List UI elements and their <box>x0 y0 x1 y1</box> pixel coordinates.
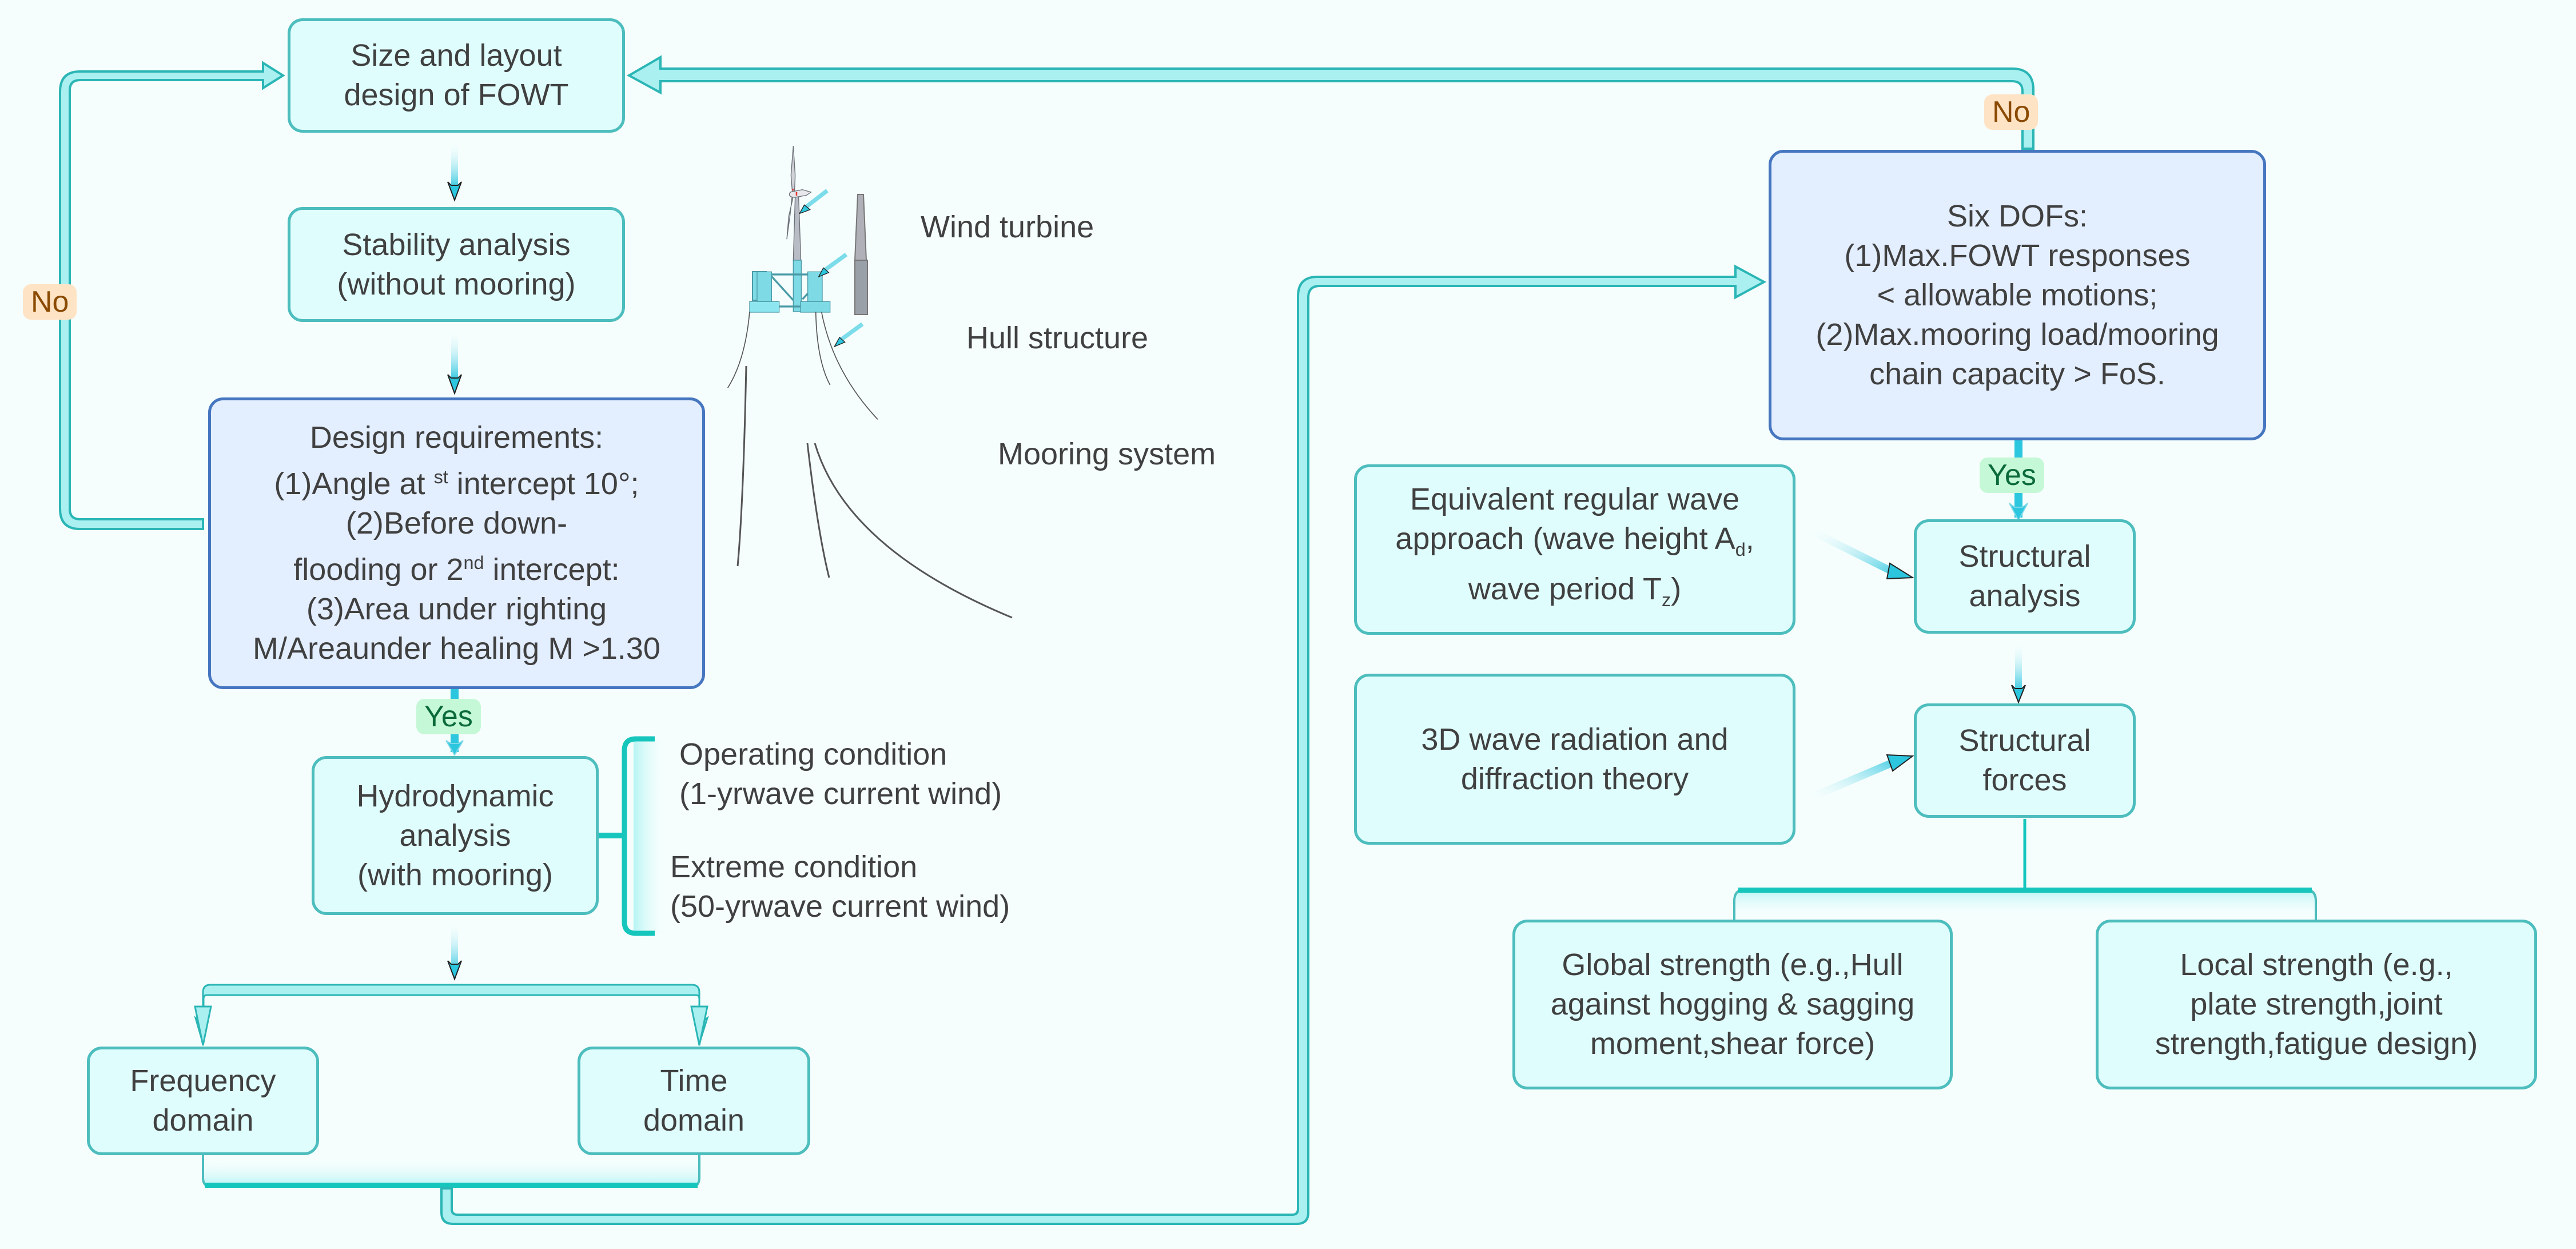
stability-box: Stability analysis (without mooring) <box>288 207 625 322</box>
mooring-line-right <box>814 443 1013 619</box>
stability-text: Stability analysis (without mooring) <box>337 227 576 301</box>
arrow-equivalent-to-analysis <box>1807 526 1915 580</box>
wave-theory-text: 3D wave radiation and diffraction theory <box>1421 722 1729 796</box>
local-strength-box: Local strength (e.g., plate strength,joi… <box>2096 920 2537 1089</box>
extreme-condition-text: Extreme condition (50-yrwave current win… <box>670 850 1010 924</box>
yes-tag-right: Yes <box>1980 458 2044 493</box>
structural-analysis-box: Structural analysis <box>1914 519 2136 634</box>
mooring-line-left <box>736 365 747 567</box>
design-req-line3: flooding or 2nd intercept: <box>293 552 620 587</box>
hydrodynamic-text: Hydrodynamic analysis (with mooring) <box>356 778 554 892</box>
structural-forces-box: Structural forces <box>1914 703 2136 818</box>
mooring-system-label: Mooring system <box>998 437 1216 471</box>
time-domain-text: Time domain <box>643 1064 745 1137</box>
arrow-theory-to-forces <box>1807 754 1914 802</box>
local-strength-text: Local strength (e.g., plate strength,joi… <box>2155 948 2478 1061</box>
frequency-domain-text: Frequency domain <box>130 1064 276 1137</box>
design-req-line4: (3)Area under righting <box>306 592 607 626</box>
wind-turbine-label: Wind turbine <box>921 210 1094 244</box>
arrow-hydro-to-split <box>447 921 462 981</box>
six-dofs-text: Six DOFs: (1)Max.FOWT responses < allowa… <box>1815 198 2219 391</box>
hydrodynamic-box: Hydrodynamic analysis (with mooring) <box>312 756 599 915</box>
arrow-analysis-to-forces <box>2011 641 2026 704</box>
equivalent-wave-box: Equivalent regular wave approach (wave h… <box>1354 464 1795 635</box>
wave-theory-box: 3D wave radiation and diffraction theory <box>1354 674 1795 845</box>
global-strength-box: Global strength (e.g.,Hull against hoggi… <box>1512 920 1953 1089</box>
operating-condition-text: Operating condition (1-yrwave current wi… <box>679 737 1002 811</box>
yes-tag-left: Yes <box>416 699 481 734</box>
design-req-line5: M/Areaunder healing M >1.30 <box>253 631 660 666</box>
design-req-line1: (1)Angle at st intercept 10°; <box>274 467 639 501</box>
six-dofs-box: Six DOFs: (1)Max.FOWT responses < allowa… <box>1769 150 2266 440</box>
design-req-line2: (2)Before down- <box>345 506 568 540</box>
design-req-title: Design requirements: <box>309 420 604 455</box>
size-layout-text: Size and layout design of FOWT <box>344 38 569 112</box>
time-domain-box: Time domain <box>578 1047 810 1155</box>
no-loop-top-connector <box>626 55 2034 150</box>
design-requirements-box: Design requirements: (1)Angle at st inte… <box>208 397 705 689</box>
design-requirements-text: Design requirements: (1)Angle at st inte… <box>253 418 660 669</box>
equivalent-wave-text: Equivalent regular wave approach (wave h… <box>1395 482 1754 610</box>
no-tag-top: No <box>1984 94 2038 130</box>
no-tag-left: No <box>23 284 77 320</box>
merge-connector <box>202 1155 700 1188</box>
split-connector <box>194 984 709 1046</box>
hull-structure-label: Hull structure <box>966 321 1149 355</box>
arrow-stability-to-design <box>447 329 462 395</box>
route-to-six-dofs-connector <box>440 264 1767 1225</box>
mooring-line-mid <box>806 443 830 578</box>
conditions-bracket <box>599 736 669 936</box>
size-layout-box: Size and layout design of FOWT <box>288 18 625 133</box>
forces-split-connector <box>1733 819 2317 920</box>
global-strength-text: Global strength (e.g.,Hull against hoggi… <box>1550 948 1915 1061</box>
no-loop-left-connector <box>59 61 285 530</box>
structural-analysis-text: Structural analysis <box>1958 539 2091 613</box>
frequency-domain-box: Frequency domain <box>87 1047 319 1155</box>
structural-forces-text: Structural forces <box>1958 723 2091 797</box>
arrow-size-to-stability <box>447 140 462 202</box>
